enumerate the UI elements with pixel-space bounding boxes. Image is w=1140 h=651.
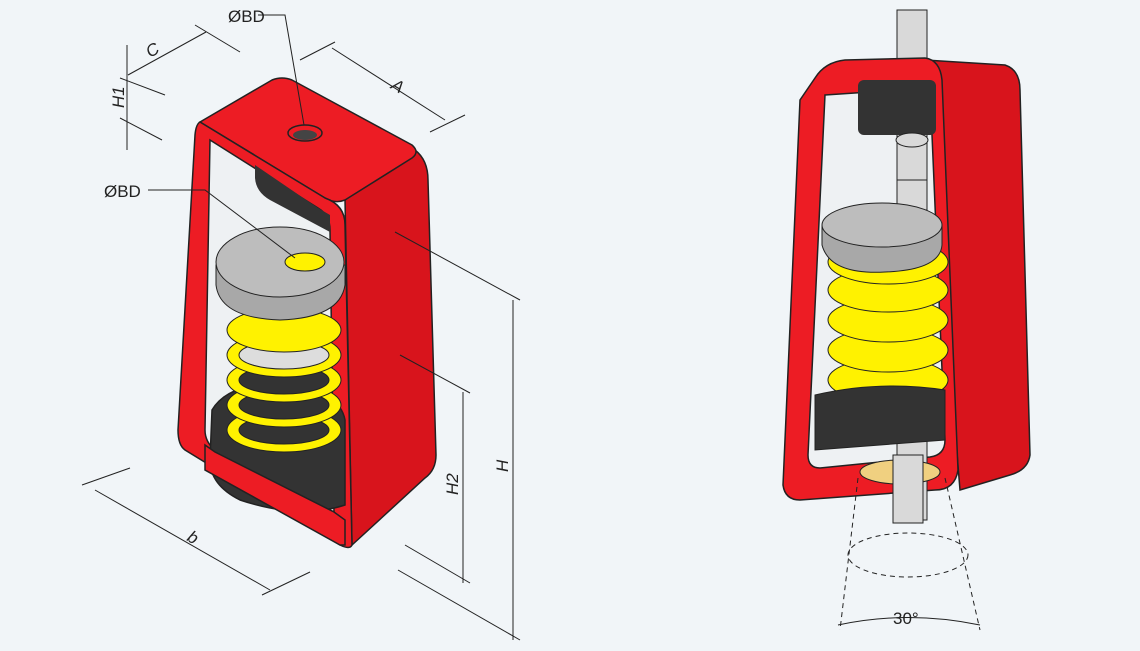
rod-bottom [892,454,924,524]
right-hanger [782,9,1031,631]
label-bore-top: ØBD [228,7,265,26]
left-hanger [177,77,437,549]
left-dimensions [81,14,521,641]
label-dim-h: H [493,459,512,472]
top-rubber [255,165,330,232]
label-dim-c: C [143,39,164,62]
housing-base [204,443,346,546]
label-dim-h1: H1 [109,86,128,108]
washer [215,226,346,321]
top-rubber-right [858,80,936,135]
label-dim-h2: H2 [443,473,462,495]
label-bore-washer: ØBD [104,182,141,201]
washer-bore [284,252,326,272]
label-dim-b: b [184,527,202,548]
swing-cone [839,477,981,631]
label-angle: 30° [893,609,919,628]
housing-side [344,149,437,547]
bottom-rubber-right [814,385,946,451]
spring [226,307,342,453]
